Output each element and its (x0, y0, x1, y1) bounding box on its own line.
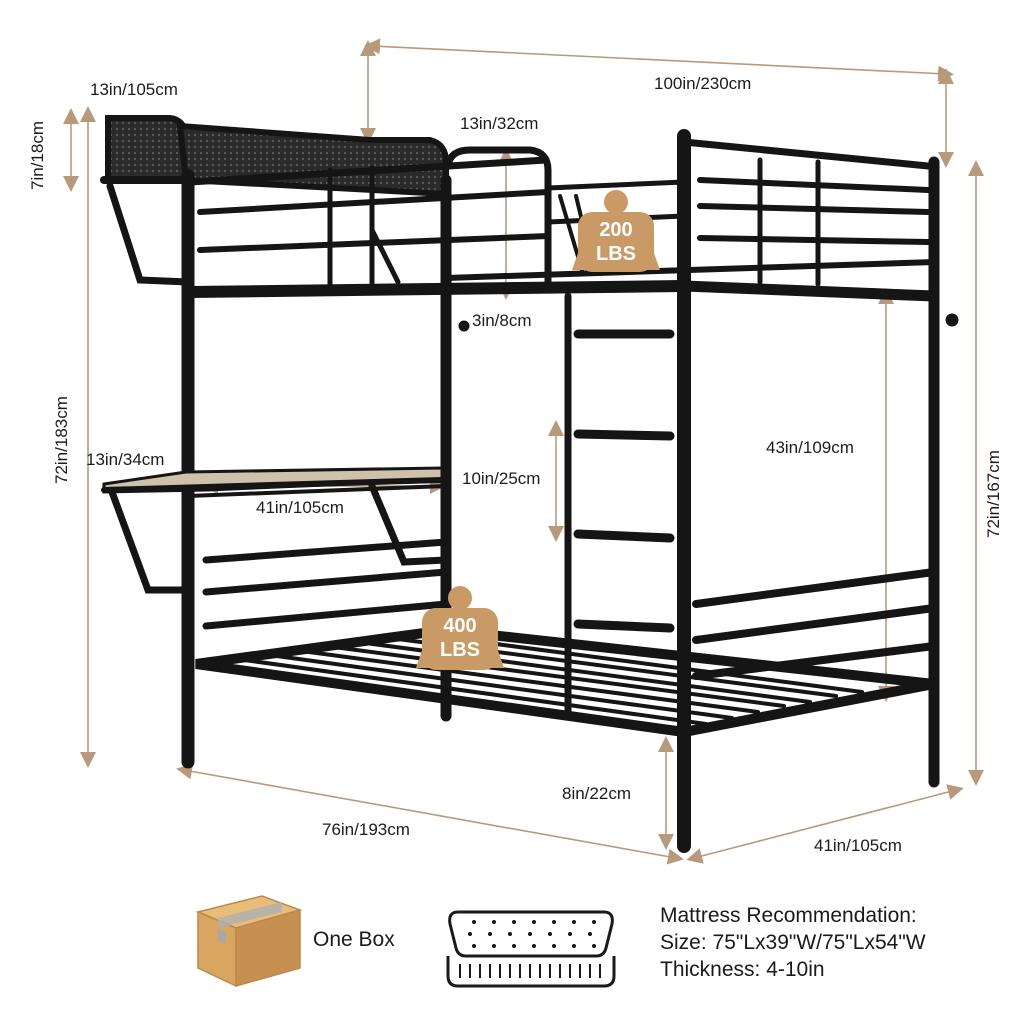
label-desk-gap: 10in/25cm (462, 469, 541, 488)
mattress-icon (446, 910, 616, 988)
weight-badge-lower-unit: LBS (440, 639, 480, 661)
label-top-shelf-width: 13in/105cm (90, 80, 178, 99)
label-total-height-left: 72in/183cm (52, 396, 71, 484)
cardboard-box-icon (195, 895, 303, 988)
dim-line-bed-width (686, 784, 964, 864)
label-bed-length: 76in/193cm (322, 820, 410, 839)
one-box-label: One Box (313, 928, 395, 951)
label-desk-depth: 13in/34cm (86, 450, 165, 469)
desk (101, 466, 450, 594)
label-bed-clearance: 43in/109cm (766, 438, 854, 457)
weight-badge-upper-unit: LBS (596, 243, 636, 265)
weight-badge-lower: 400 LBS (416, 586, 504, 670)
upper-bunk (184, 138, 940, 302)
weight-badge-upper: 200 LBS (572, 190, 660, 272)
label-bed-width: 41in/105cm (814, 836, 902, 855)
dim-line-bed-length (176, 763, 684, 865)
mattress-thickness: Thickness: 4-10in (660, 958, 825, 981)
label-guardrail-height: 13in/32cm (460, 114, 539, 133)
lower-bunk-rails (202, 538, 938, 680)
label-total-height-right: 72in/167cm (984, 450, 1003, 538)
weight-badge-upper-value: 200 (599, 219, 632, 241)
label-top-shelf-height: 7in/18cm (28, 121, 47, 190)
label-overall-length: 100in/230cm (654, 74, 752, 93)
lower-bunk (195, 624, 935, 738)
weight-badge-icon (572, 190, 660, 272)
weight-badge-icon (416, 586, 504, 670)
mattress-size: Size: 75"Lx39"W/75"Lx54"W (660, 931, 926, 954)
bunk-bed-frame (100, 115, 959, 853)
dimension-lines (63, 38, 984, 865)
mattress-title: Mattress Recommendation: (660, 904, 917, 927)
dim-line-overall-length (364, 38, 954, 82)
hooks (458, 313, 959, 332)
label-upper-gap: 3in/8cm (472, 311, 532, 330)
mattress-recommendation: Mattress Recommendation: Size: 75"Lx39"W… (660, 902, 926, 983)
weight-badge-lower-value: 400 (443, 615, 476, 637)
label-desk-width: 41in/105cm (256, 498, 344, 517)
label-under-bed: 8in/22cm (562, 784, 631, 803)
